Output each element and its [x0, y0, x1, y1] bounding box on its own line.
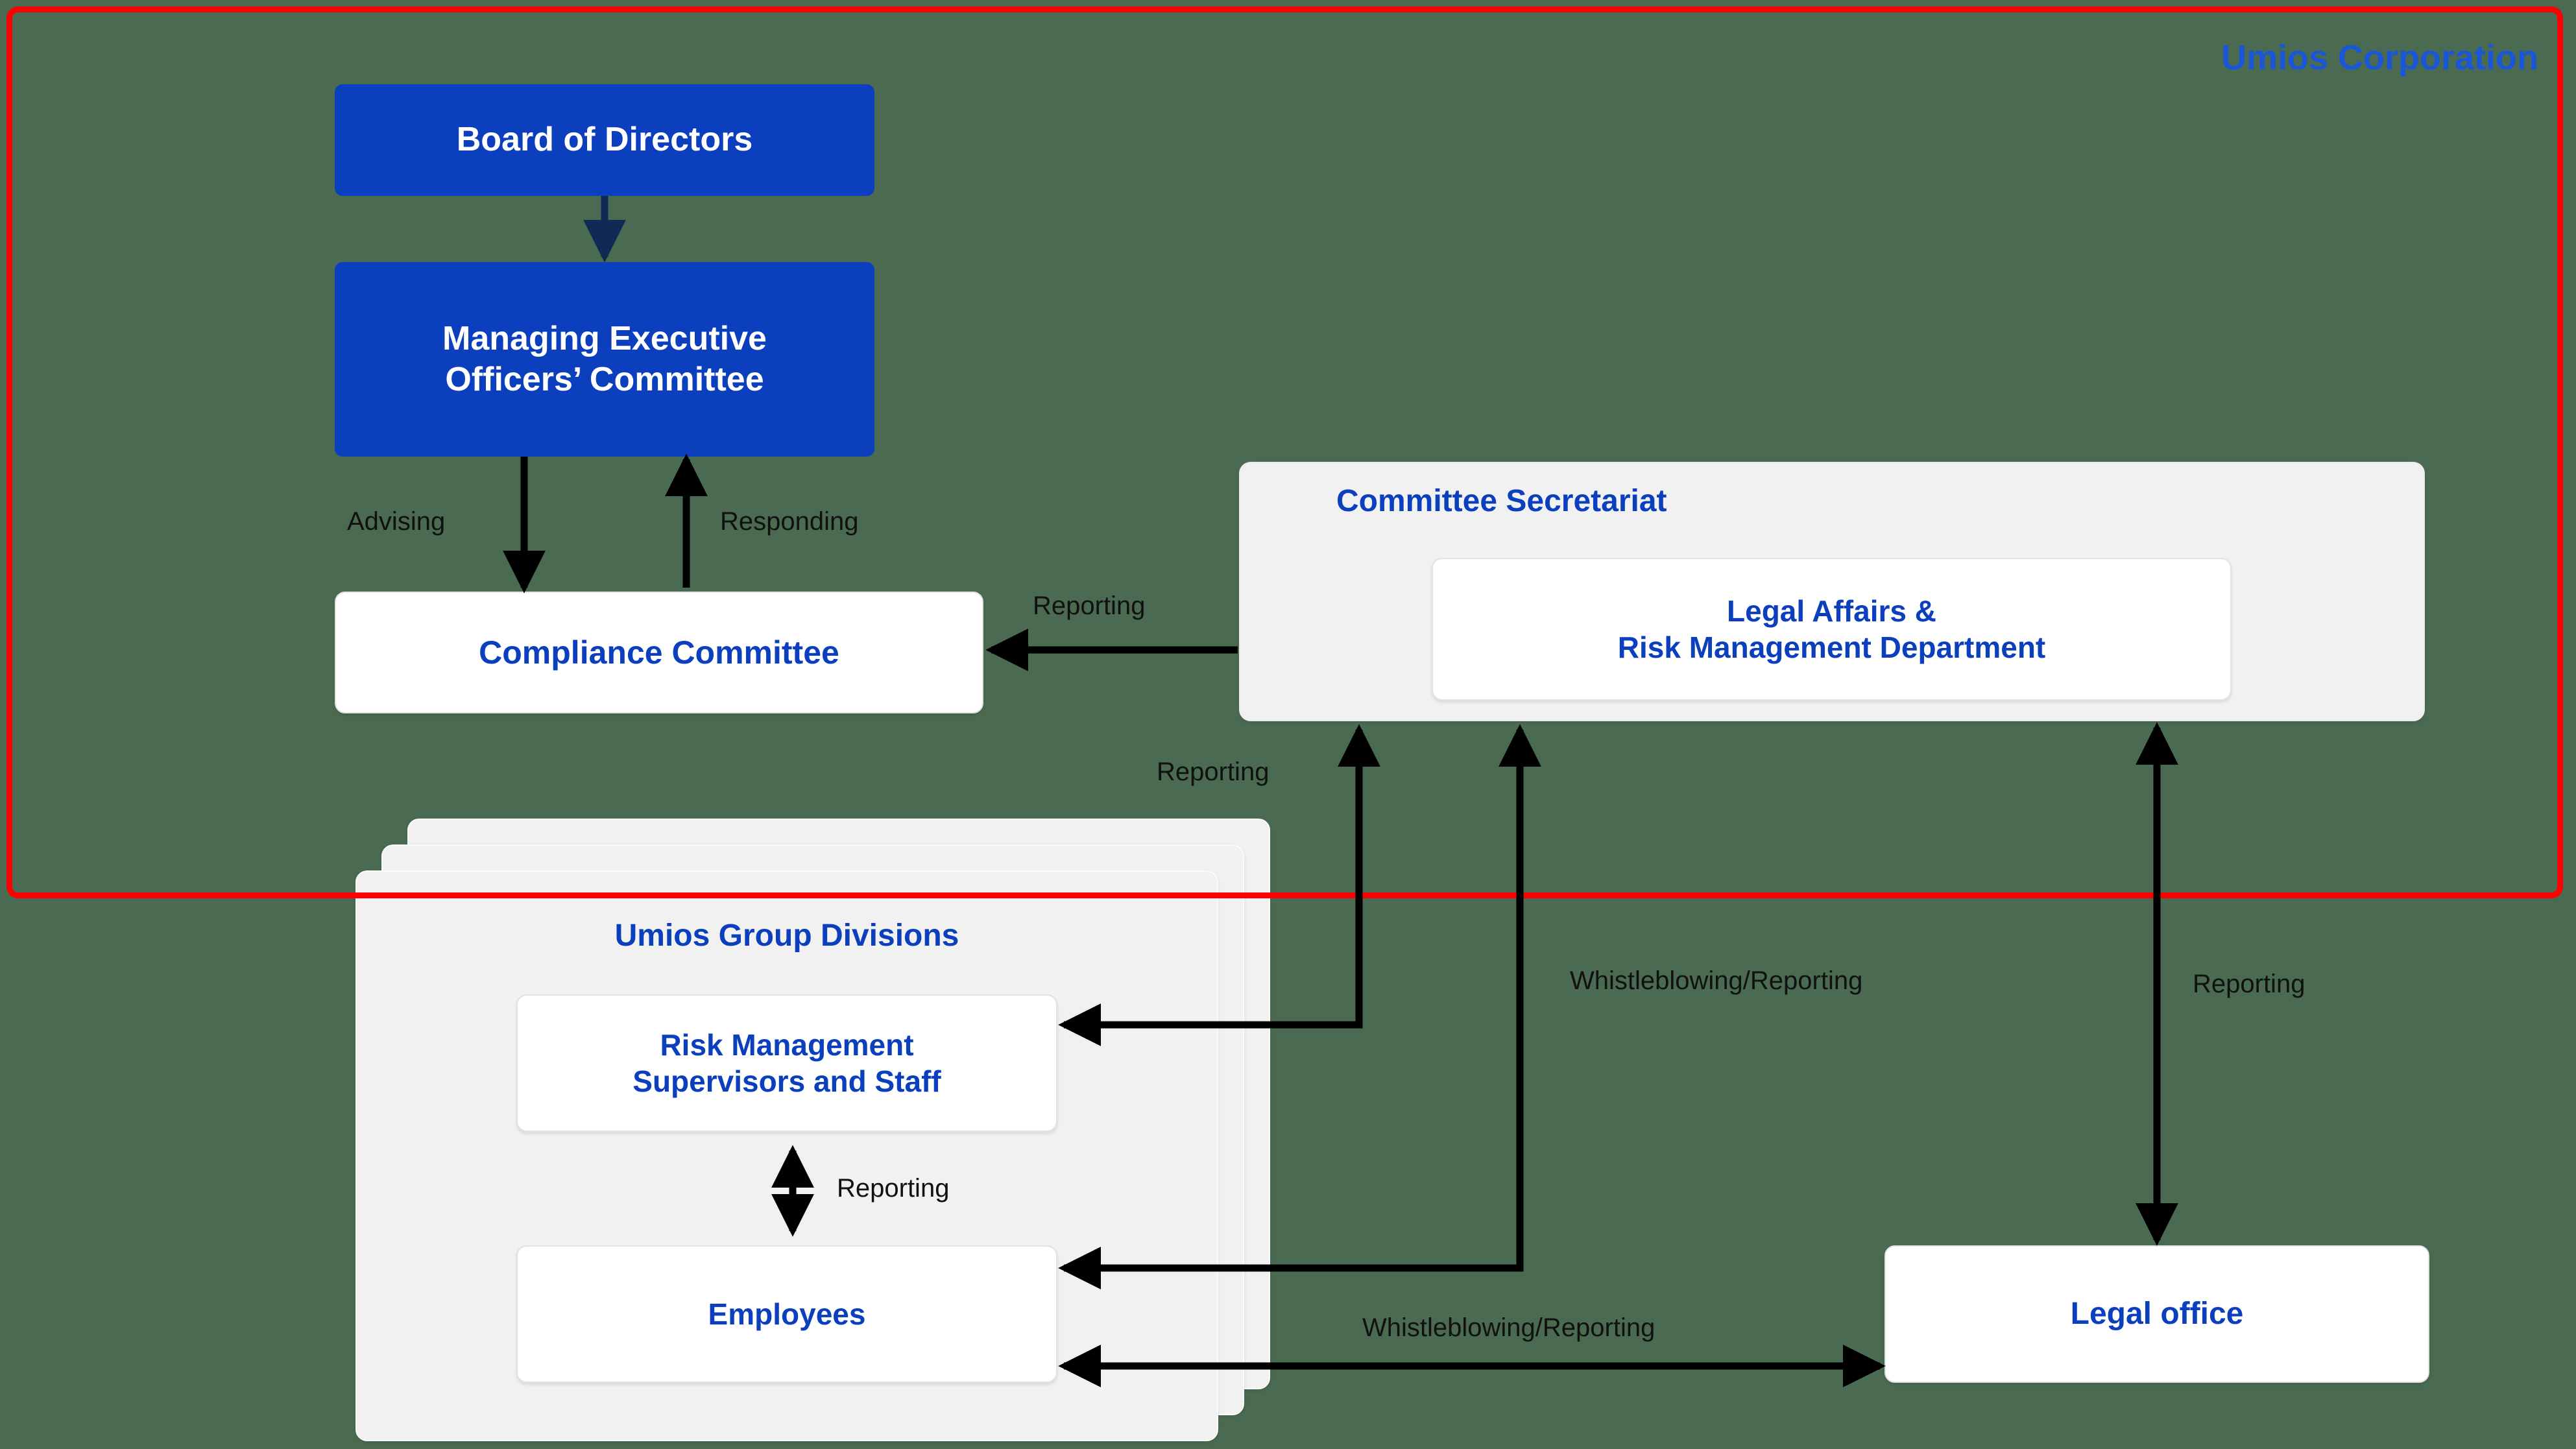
edge-label-reporting-legal-office: Reporting — [2193, 970, 2305, 998]
board-of-directors-box[interactable]: Board of Directors — [335, 84, 874, 196]
edge-label-reporting-secretariat-compliance: Reporting — [1033, 592, 1146, 620]
meoc-line-2: Officers’ Committee — [445, 361, 764, 398]
edge-label-reporting-divisions-up: Reporting — [1157, 758, 1270, 786]
edge-label-whistleblowing-reporting-legal: Whistleblowing/Reporting — [1362, 1313, 1655, 1342]
employees-label: Employees — [708, 1297, 866, 1331]
committee-secretariat-title: Committee Secretariat — [1336, 484, 1667, 518]
compliance-committee-box[interactable]: Compliance Committee — [335, 592, 983, 713]
legal-office-label: Legal office — [2070, 1296, 2244, 1331]
legal-affairs-line-1: Legal Affairs & — [1727, 593, 1936, 628]
legal-office-box[interactable]: Legal office — [1884, 1245, 2429, 1383]
legal-affairs-line-2: Risk Management Department — [1617, 630, 2046, 664]
risk-management-line-2: Supervisors and Staff — [632, 1064, 941, 1098]
corporation-boundary-label: Umios Corporation — [2221, 38, 2538, 77]
legal-affairs-risk-management-department-box[interactable]: Legal Affairs & Risk Management Departme… — [1432, 558, 2232, 701]
edge-label-advising: Advising — [347, 507, 446, 536]
compliance-committee-label: Compliance Committee — [479, 634, 839, 671]
umios-group-divisions-title: Umios Group Divisions — [614, 918, 959, 953]
edge-label-whistleblowing-reporting-up: Whistleblowing/Reporting — [1570, 966, 1863, 995]
edge-label-reporting-internal: Reporting — [837, 1174, 950, 1203]
board-of-directors-label: Board of Directors — [456, 121, 753, 159]
meoc-line-1: Managing Executive — [442, 319, 767, 357]
risk-management-supervisors-box[interactable]: Risk Management Supervisors and Staff — [516, 994, 1057, 1132]
employees-box[interactable]: Employees — [516, 1245, 1057, 1383]
risk-management-line-1: Risk Management — [660, 1027, 914, 1062]
managing-executive-officers-committee-box[interactable]: Managing Executive Officers’ Committee — [335, 262, 874, 457]
edge-label-responding: Responding — [720, 507, 859, 536]
